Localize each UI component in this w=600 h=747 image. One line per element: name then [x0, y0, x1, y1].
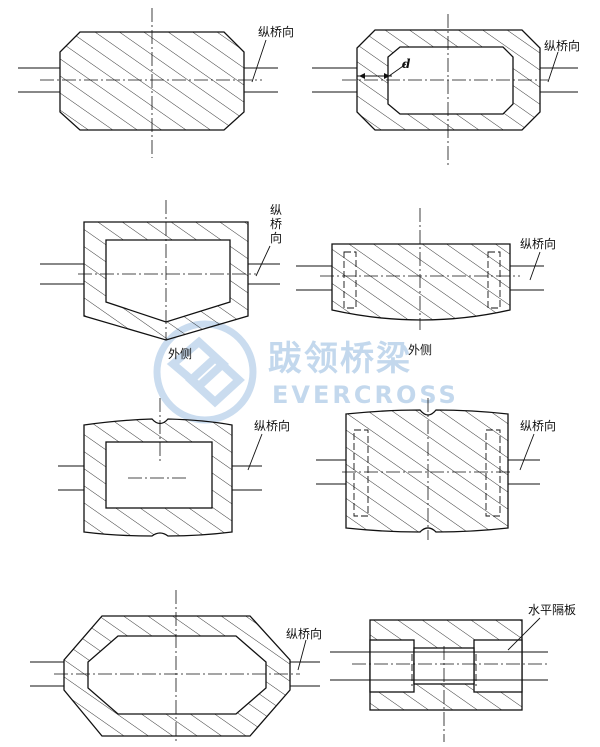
label-longitudinal-v1: 纵: [270, 203, 282, 217]
section-horizontal-diaphragm: 水平隔板: [330, 603, 576, 742]
section-solid-notched: 纵桥向: [316, 398, 556, 540]
label-outside-2: 外侧: [408, 343, 432, 357]
watermark-en: EVERCROSS: [272, 381, 459, 409]
section-hollow-notched: 纵桥向: [58, 398, 290, 537]
section-solid-curved: 纵桥向 外侧: [296, 208, 556, 357]
watermark: 跋领桥梁 EVERCROSS: [153, 320, 459, 424]
label-longitudinal-v2: 桥: [270, 217, 282, 231]
label-longitudinal-4: 纵桥向: [254, 418, 290, 433]
label-dim-d: d: [402, 57, 411, 71]
label-longitudinal-1: 纵桥向: [258, 24, 294, 39]
label-longitudinal-v3: 向: [270, 230, 282, 245]
section-hollow-octagon: 纵桥向: [30, 590, 322, 742]
label-longitudinal-5: 纵桥向: [520, 418, 556, 433]
label-longitudinal-2: 纵桥向: [544, 38, 580, 53]
label-longitudinal-3: 纵桥向: [520, 236, 556, 251]
label-outside-1: 外侧: [168, 347, 192, 361]
label-longitudinal-6: 纵桥向: [286, 626, 322, 641]
watermark-cn: 跋领桥梁: [268, 339, 412, 379]
label-horizontal-diaphragm: 水平隔板: [528, 603, 576, 617]
section-pointed-hollow: 纵 桥 向 外侧: [40, 200, 282, 361]
section-hollow-chamfered: d 纵桥向: [312, 14, 580, 168]
section-solid-chamfered: 纵桥向: [18, 8, 294, 158]
